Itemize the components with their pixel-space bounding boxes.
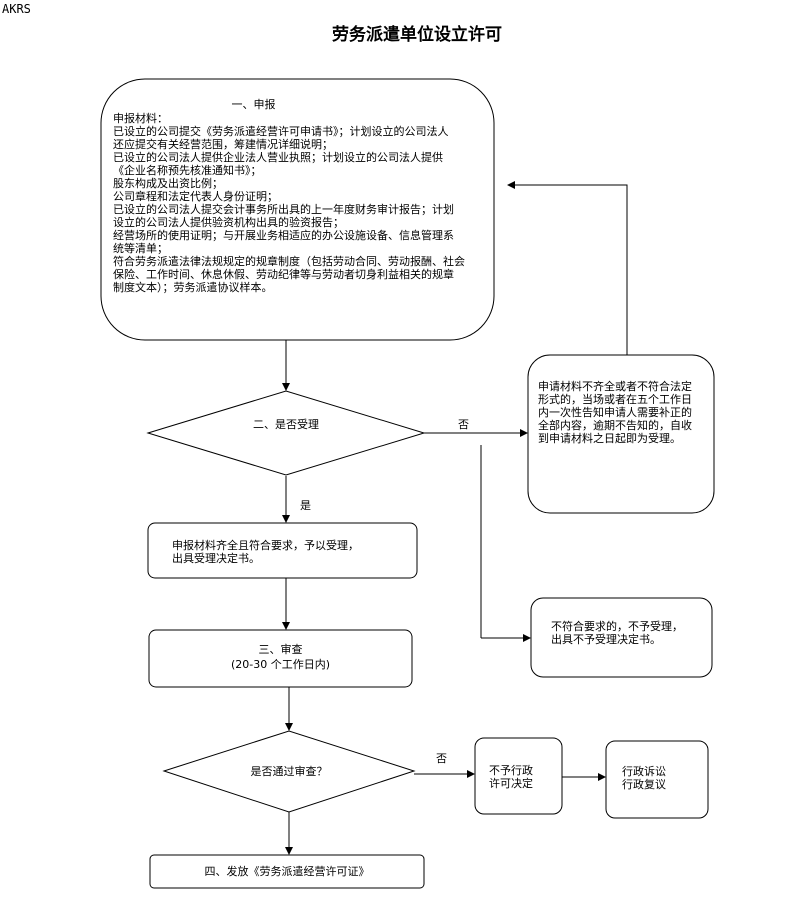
decision2-diamond <box>162 730 416 813</box>
step1-material-line: 已设立的公司提交《劳务派遣经营许可申请书》；计划设立的公司法人 <box>113 125 449 138</box>
reject-line: 不符合要求的，不予受理， <box>551 620 683 633</box>
decision1-label: 二、是否受理 <box>253 418 319 431</box>
corner-label: AKRS <box>2 2 31 16</box>
step1-material-line: 保险、工作时间、休息休假、劳动纪律等与劳动者切身利益相关的规章 <box>113 268 454 281</box>
decision2-label: 是否通过审查？ <box>250 765 328 778</box>
reject-text: 不符合要求的，不予受理，出具不予受理决定书。 <box>551 620 711 646</box>
step3-heading: 三、审查 <box>258 643 303 656</box>
no-permit-line: 不予行政 <box>489 764 533 777</box>
appeal-line: 行政诉讼 <box>622 765 666 778</box>
step1-material-line: 股东构成及出资比例； <box>113 177 223 190</box>
decision1-no-label: 否 <box>458 418 469 431</box>
reject-line: 出具不予受理决定书。 <box>551 633 661 646</box>
decision2-no-label: 否 <box>436 752 447 765</box>
step1-material-line: 设立的公司法人提供验资机构出具的验资报告； <box>113 216 344 229</box>
step1-material-line: 已设立的公司法人提交会计事务所出具的上一年度财务审计报告；计划 <box>113 203 454 216</box>
accept-line: 申报材料齐全且符合要求，予以受理， <box>172 539 359 552</box>
step3-sub: (20-30 个工作日内) <box>230 658 331 671</box>
appeal-box-shape <box>605 740 709 819</box>
step1-materials: 申报材料：已设立的公司提交《劳务派遣经营许可申请书》；计划设立的公司法人还应提交… <box>113 112 493 294</box>
incomplete-box-shape <box>527 354 715 514</box>
decision1-yes-label: 是 <box>300 499 311 512</box>
step1-material-line: 制度文本）；劳务派遣协议样本。 <box>113 281 273 294</box>
accept-text: 申报材料齐全且符合要求，予以受理，出具受理决定书。 <box>172 539 412 565</box>
incomplete-text: 申请材料不齐全或者不符合法定形式的，当场或者在五个工作日内一次性告知申请人需要补… <box>538 380 714 445</box>
incomplete-line: 到申请材料之日起即为受理。 <box>538 432 681 445</box>
reject-box-shape <box>530 597 713 678</box>
step3-box-shape <box>148 629 413 688</box>
step1-material-line: 已设立的公司法人提供企业法人营业执照；计划设立的公司法人提供 <box>113 151 443 164</box>
no-permit-box-shape <box>474 737 563 815</box>
no-permit-line: 许可决定 <box>489 777 533 790</box>
arrow-incomplete-back-to-step1 <box>507 181 628 355</box>
no-permit-text: 不予行政许可决定 <box>489 764 559 790</box>
step1-material-line: 《企业名称预先核准通知书》； <box>113 164 262 177</box>
incomplete-line: 申请材料不齐全或者不符合法定 <box>538 380 692 393</box>
step1-heading: 一、申报 <box>231 98 276 111</box>
step1-box <box>100 78 495 341</box>
step1-material-line: 还应提交有关经营范围，筹建情况详细说明； <box>113 138 333 151</box>
accept-line: 出具受理决定书。 <box>172 552 260 565</box>
step1-material-line: 申报材料： <box>113 112 168 125</box>
step4-box-shape <box>149 854 425 889</box>
incomplete-line: 形式的，当场或者在五个工作日 <box>538 393 692 406</box>
step1-material-line: 统等清单； <box>113 242 168 255</box>
step1-material-line: 公司章程和法定代表人身份证明； <box>113 190 278 203</box>
step1-material-line: 符合劳务派遣法律法规规定的规章制度（包括劳动合同、劳动报酬、社会 <box>113 255 465 268</box>
incomplete-line: 内一次性告知申请人需要补正的 <box>538 406 692 419</box>
page-title: 劳务派遣单位设立许可 <box>332 25 502 45</box>
decision1-diamond <box>146 390 426 476</box>
appeal-line: 行政复议 <box>622 778 666 791</box>
appeal-text: 行政诉讼行政复议 <box>622 765 702 791</box>
step4-label: 四、发放《劳务派遣经营许可证》 <box>204 865 370 878</box>
incomplete-line: 全部内容，逾期不告知的，自收 <box>538 419 692 432</box>
step1-material-line: 经营场所的使用证明；与开展业务相适应的办公设施设备、信息管理系 <box>113 229 454 242</box>
accept-box-shape <box>147 522 418 579</box>
